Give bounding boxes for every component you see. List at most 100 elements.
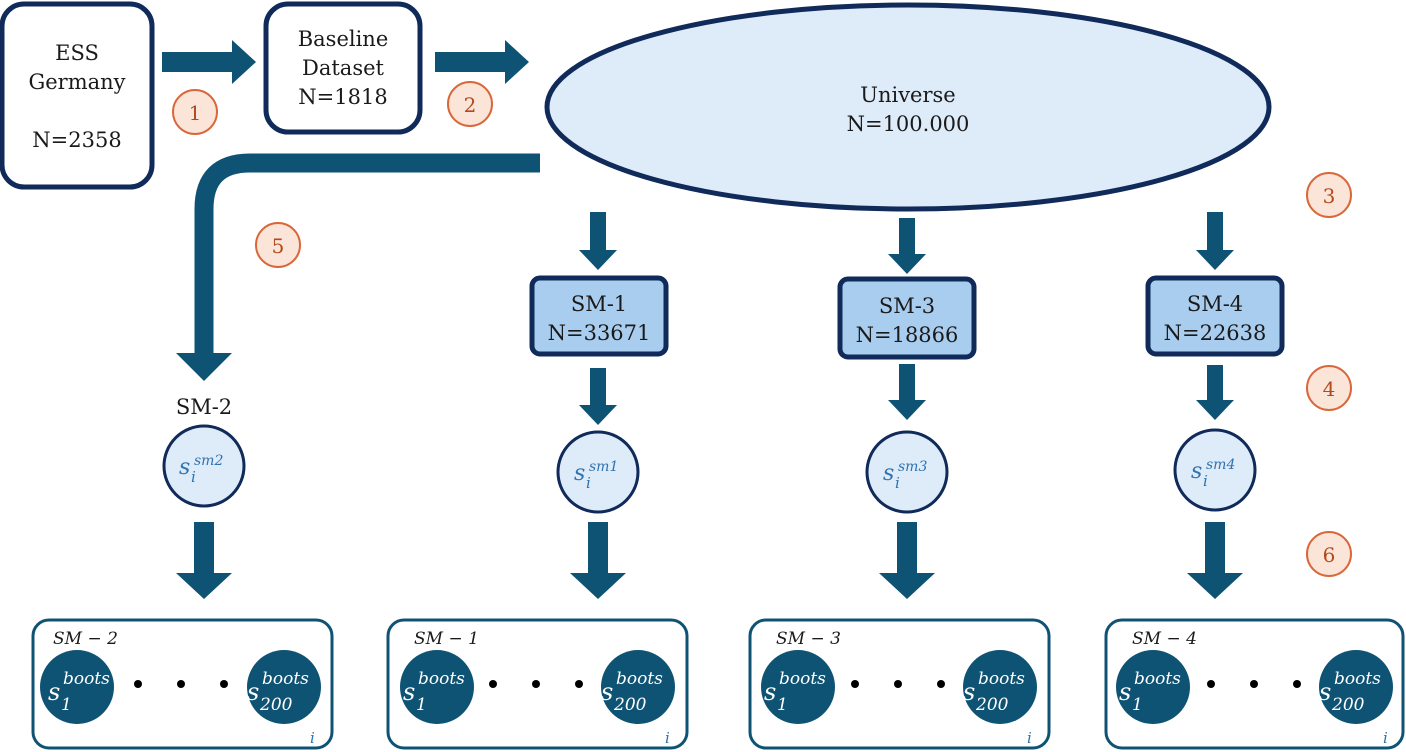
sm1-down-arrow <box>570 522 626 599</box>
svg-text:N=18866: N=18866 <box>856 323 959 347</box>
svg-text:SM-4: SM-4 <box>1187 292 1243 316</box>
svg-text:sm4: sm4 <box>1206 457 1235 473</box>
svg-text:s: s <box>1119 678 1131 706</box>
universe-count: N=100.000 <box>847 112 970 136</box>
sm4-boot-last: s 200 boots <box>1319 650 1393 724</box>
sm2-bootstrap-box: SM − 2 s 1 boots s 200 boots i <box>31 618 334 750</box>
svg-text:SM-3: SM-3 <box>879 294 935 318</box>
step-badges: 1 2 3 4 5 6 <box>172 81 1352 577</box>
arrow-ess-to-baseline <box>162 40 256 84</box>
svg-text:1: 1 <box>189 101 202 125</box>
sm4-in-arrow <box>1196 212 1234 270</box>
svg-text:1: 1 <box>61 695 72 715</box>
svg-text:sm3: sm3 <box>898 459 927 475</box>
svg-text:SM-1: SM-1 <box>571 292 627 316</box>
svg-text:i: i <box>665 729 670 747</box>
svg-text:sm1: sm1 <box>589 459 618 475</box>
svg-text:s: s <box>764 678 776 706</box>
svg-text:N=33671: N=33671 <box>548 321 651 345</box>
svg-text:200: 200 <box>613 695 647 715</box>
svg-text:i: i <box>310 729 315 747</box>
universe-label: Universe <box>860 83 955 107</box>
ess-germany-node: ESS Germany N=2358 <box>0 1 155 190</box>
svg-text:s: s <box>48 678 60 706</box>
ess-count: N=2358 <box>32 128 121 152</box>
step-4-badge: 4 <box>1306 365 1352 411</box>
svg-text:boots: boots <box>63 669 110 689</box>
svg-text:s: s <box>963 678 975 706</box>
sm4-down-arrow <box>1187 522 1243 599</box>
sm3-column: SM-3 N=18866 s i sm3 SM − 3 s 1 boots <box>748 218 1051 750</box>
svg-text:1: 1 <box>777 695 788 715</box>
sm2-sample-node: s i sm2 <box>162 424 246 508</box>
sm4-sample-node: s i sm4 <box>1173 428 1257 512</box>
svg-text:200: 200 <box>259 695 293 715</box>
svg-text:s: s <box>883 461 894 486</box>
sm1-boot-last: s 200 boots <box>601 650 675 724</box>
svg-text:boots: boots <box>779 669 826 689</box>
sm1-mid-arrow <box>579 368 617 425</box>
sm3-ellipsis <box>851 680 945 688</box>
sm2-boot-last: s 200 boots <box>247 650 321 724</box>
sm1-boot-first: s 1 boots <box>400 650 474 724</box>
svg-text:i: i <box>895 474 900 492</box>
sm3-boot-first: s 1 boots <box>761 650 835 724</box>
svg-text:SM − 1: SM − 1 <box>414 629 479 649</box>
dataset-label: Dataset <box>302 56 385 80</box>
sm1-sample-node: s i sm1 <box>556 430 640 514</box>
step-1-badge: 1 <box>172 89 218 135</box>
step-2-badge: 2 <box>447 81 493 127</box>
svg-text:s: s <box>1191 459 1202 484</box>
svg-text:boots: boots <box>978 669 1025 689</box>
sm3-sample-node: s i sm3 <box>865 430 949 514</box>
svg-text:SM − 2: SM − 2 <box>53 629 118 649</box>
step-6-badge: 6 <box>1306 531 1352 577</box>
sm2-down-arrow <box>176 522 232 599</box>
sm2-ellipsis <box>134 680 228 688</box>
sm2-boot-first: s 1 boots <box>40 650 114 724</box>
sm2-label: SM-2 <box>176 395 232 419</box>
arrow-universe-to-sm2 <box>176 153 540 381</box>
svg-text:SM − 3: SM − 3 <box>776 629 841 649</box>
sm2-column: SM-2 s i sm2 SM − 2 s 1 boots s <box>31 395 334 750</box>
step-3-badge: 3 <box>1306 172 1352 218</box>
svg-text:i: i <box>1203 472 1208 490</box>
svg-text:boots: boots <box>262 669 309 689</box>
svg-text:6: 6 <box>1323 543 1336 567</box>
sm3-in-arrow <box>888 218 926 274</box>
baseline-count: N=1818 <box>298 85 387 109</box>
sm3-mid-arrow <box>888 364 926 420</box>
arrow-baseline-to-universe <box>435 40 529 84</box>
svg-text:boots: boots <box>1334 669 1381 689</box>
sm3-boot-last: s 200 boots <box>963 650 1037 724</box>
svg-text:s: s <box>179 455 190 480</box>
sm3-node: SM-3 N=18866 <box>837 276 977 360</box>
sm1-in-arrow <box>579 212 617 270</box>
svg-text:SM − 4: SM − 4 <box>1132 629 1197 649</box>
svg-text:5: 5 <box>272 234 285 258</box>
sm4-ellipsis <box>1207 680 1301 688</box>
sm1-column: SM-1 N=33671 s i sm1 SM − 1 s 1 boots <box>386 212 689 750</box>
svg-text:200: 200 <box>1331 695 1365 715</box>
baseline-dataset-node: Baseline Dataset N=1818 <box>263 1 423 135</box>
svg-text:1: 1 <box>1132 695 1143 715</box>
svg-text:1: 1 <box>416 695 427 715</box>
svg-text:i: i <box>1383 729 1388 747</box>
svg-text:s: s <box>574 461 585 486</box>
sm4-boot-first: s 1 boots <box>1116 650 1190 724</box>
svg-text:3: 3 <box>1323 184 1336 208</box>
svg-text:boots: boots <box>418 669 465 689</box>
sm1-bootstrap-box: SM − 1 s 1 boots s 200 boots i <box>386 618 689 750</box>
svg-text:boots: boots <box>616 669 663 689</box>
sm1-node: SM-1 N=33671 <box>529 275 669 357</box>
universe-node: Universe N=100.000 <box>544 2 1272 212</box>
svg-text:s: s <box>247 678 259 706</box>
svg-text:i: i <box>1027 729 1032 747</box>
svg-text:200: 200 <box>975 695 1009 715</box>
svg-text:4: 4 <box>1323 377 1336 401</box>
svg-text:s: s <box>403 678 415 706</box>
svg-text:s: s <box>601 678 613 706</box>
svg-text:sm2: sm2 <box>194 453 223 469</box>
sm4-column: SM-4 N=22638 s i sm4 SM − 4 s 1 boots <box>1104 212 1405 750</box>
